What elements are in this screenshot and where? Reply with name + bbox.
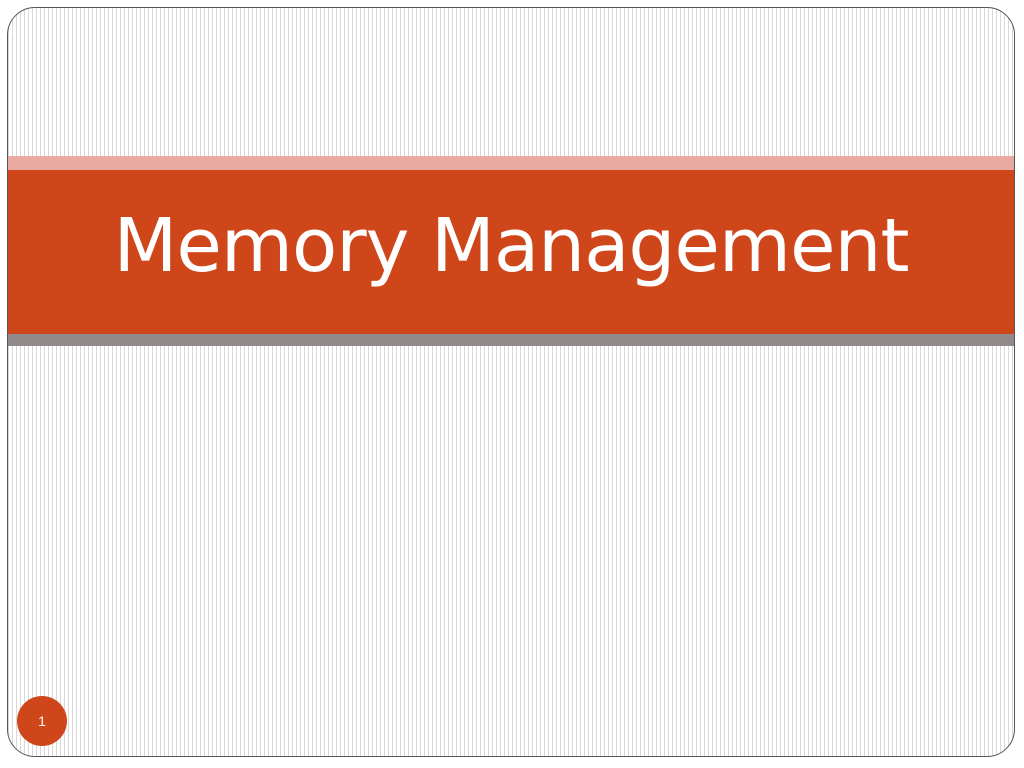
title-band: Memory Management (8, 170, 1014, 334)
page-number: 1 (38, 713, 46, 729)
title-band-top-stripe (8, 156, 1014, 170)
slide: Memory Management 1 (7, 7, 1015, 757)
title-band-bottom-stripe (8, 334, 1014, 346)
page-number-badge: 1 (17, 696, 67, 746)
slide-title: Memory Management (113, 203, 910, 289)
